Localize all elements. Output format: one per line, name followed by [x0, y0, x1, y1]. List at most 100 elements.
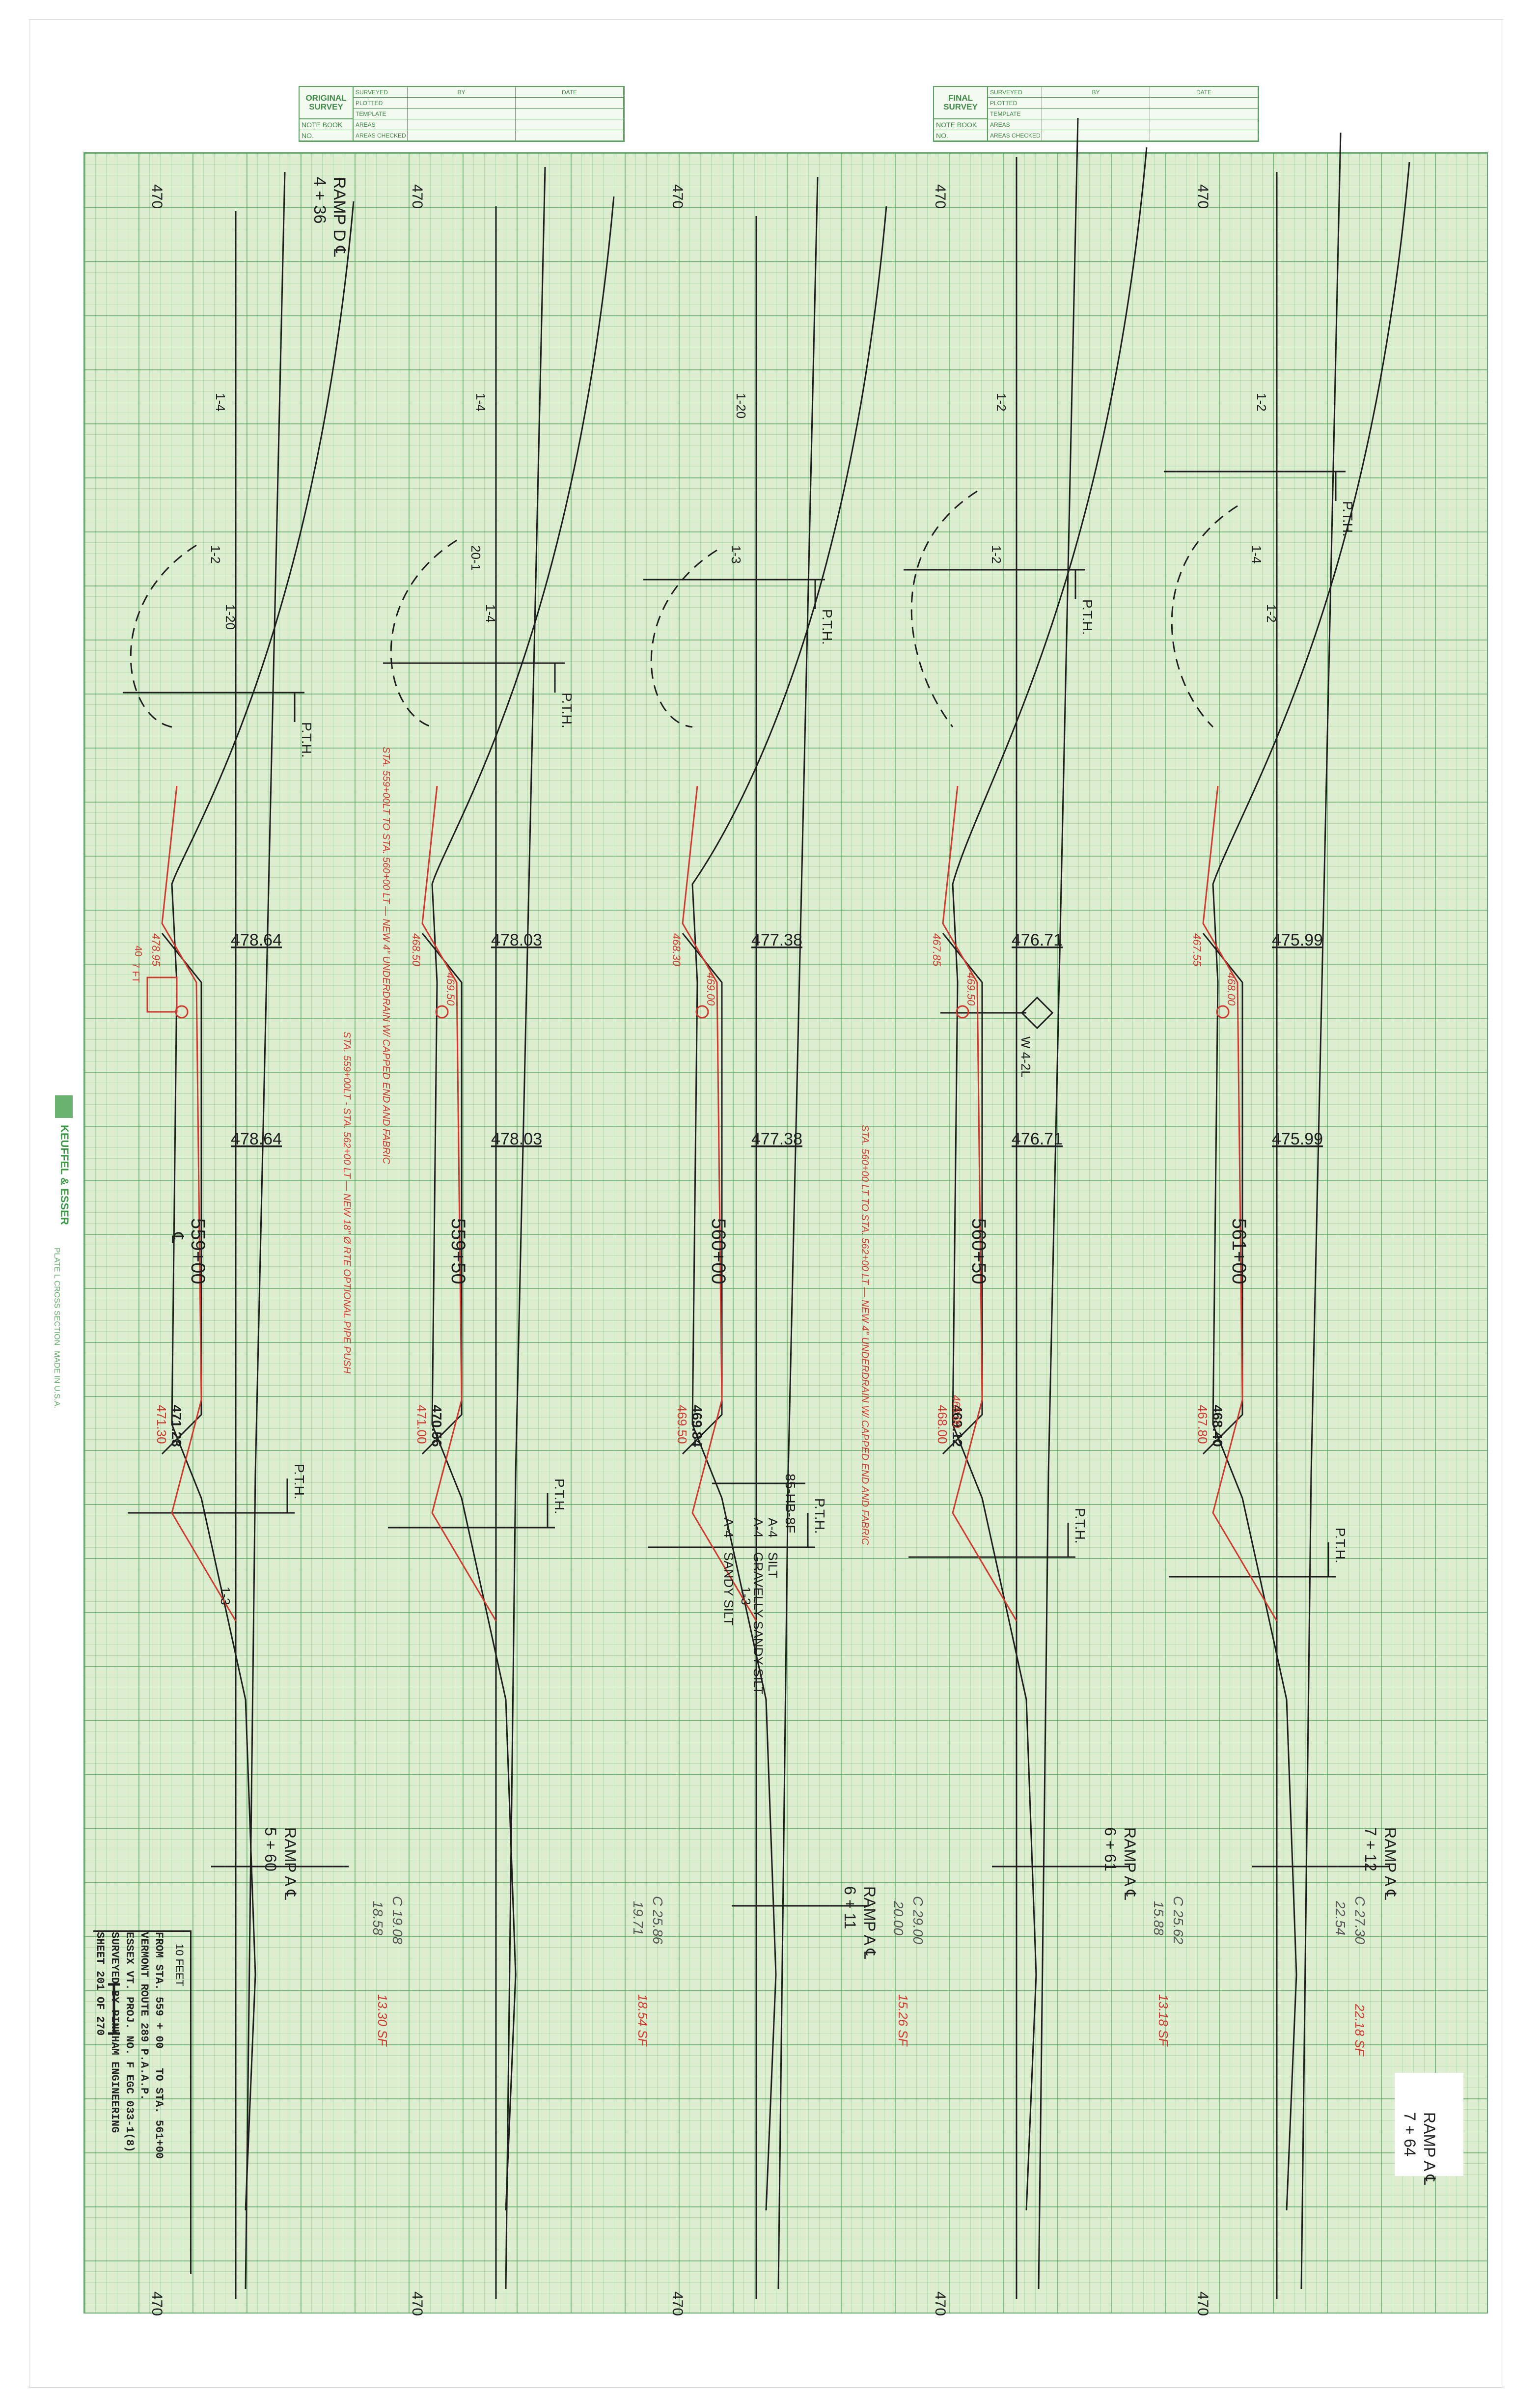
cut-area: C 29.00 [910, 1896, 926, 1944]
slope-label: 1-2 [1254, 393, 1269, 412]
red-elevation: 468.30 [670, 933, 683, 967]
slope-label: 20-1 [468, 545, 483, 571]
cut-area: C 19.08 [390, 1896, 405, 1944]
grid-label: 470 [1195, 184, 1211, 209]
ditch-elevation-red: 471.00 [414, 1405, 429, 1444]
cut-area: 20.00 [891, 1900, 906, 1935]
template-outline [421, 933, 463, 1455]
paper-brand: KEUFFEL & ESSER PLATE L CROSS SECTION MA… [53, 1095, 73, 1408]
ditch-elevation: 469.12 [950, 1405, 965, 1447]
grid-label: 470 [409, 184, 425, 209]
soil-desc: SILT [766, 1552, 780, 1578]
pth-label: P.T.H. [559, 693, 575, 728]
ramp-label: RAMP A ℄ [861, 1886, 879, 1959]
slope-label: 1-20 [223, 604, 238, 630]
grade-elevation-mid: 478.03 [491, 1130, 542, 1148]
sheet-label: SHEET [94, 1932, 106, 1965]
pth-label: P.T.H. [1080, 599, 1095, 635]
ramp-label: RAMP A ℄ [1381, 1827, 1399, 1900]
template-outline [1202, 933, 1243, 1455]
grid-label: 470 [669, 2291, 686, 2316]
surveyor: SURVEYED BY PINKHAM ENGINEERING [109, 1932, 121, 2133]
grade-elevation-top: 477.38 [751, 931, 802, 949]
slope-label: 1-4 [213, 393, 228, 412]
existing-ground-line [691, 206, 887, 2211]
slope-label: 1-20 [734, 393, 748, 418]
row-areas: AREAS [988, 119, 1042, 130]
red-revision-line [942, 785, 1018, 1621]
grid-label: 470 [669, 184, 686, 209]
ramp-station: 6 + 11 [841, 1886, 859, 1929]
cut-area: C 27.30 [1352, 1896, 1368, 1944]
dashed-subgrade [650, 549, 717, 728]
red-elevation: 468.50 [410, 933, 422, 967]
station-label: 559+00 [187, 1218, 209, 1284]
no-label: NO. [934, 130, 988, 141]
block-heading: FINAL SURVEY [934, 87, 988, 119]
to-sta-label: TO STA. [153, 2068, 165, 2114]
red-note: STA. 559+00LT - STA. 562+00 LT — NEW 18"… [341, 1032, 352, 1374]
ramp-station: 7 + 12 [1362, 1827, 1379, 1871]
ramp-label: RAMP A ℄ [1121, 1827, 1139, 1900]
red-marker-icon [1216, 1005, 1230, 1019]
pth-label: P.T.H. [1072, 1508, 1088, 1544]
scale-label: 10 FEET [173, 1944, 186, 1986]
row-areas-checked: AREAS CHECKED [988, 130, 1042, 141]
red-marker-icon [956, 1005, 969, 1019]
grade-elevation-top: 475.99 [1272, 931, 1323, 949]
dashed-subgrade [1171, 505, 1238, 728]
col-by: BY [408, 87, 516, 98]
pth-label: P.T.H. [1340, 501, 1355, 537]
row-surveyed: SURVEYED [354, 87, 408, 98]
ditch-elevation-red: 471.30 [154, 1405, 169, 1444]
cut-area: 22.54 [1333, 1900, 1348, 1935]
station-label: 560+50 [968, 1218, 990, 1284]
soil-label: A-4 [751, 1518, 766, 1537]
grade-elevation-mid: 475.99 [1272, 1130, 1323, 1148]
red-revision-line [682, 785, 757, 1621]
soil-label: A-4 [721, 1518, 736, 1537]
fill-area: 15.26 SF [896, 1994, 910, 2047]
red-revision-line [1202, 785, 1278, 1621]
row-areas-checked: AREAS CHECKED [354, 130, 408, 141]
pth-label: P.T.H. [292, 1464, 307, 1500]
original-survey-block: ORIGINAL SURVEY SURVEYED BY DATE PLOTTED… [299, 86, 625, 142]
row-plotted: PLOTTED [988, 98, 1042, 109]
from-sta: 559 + 00 [153, 1997, 165, 2049]
ditch-elevation-red: 468.00 [935, 1405, 950, 1444]
grade-elevation-mid: 477.38 [751, 1130, 802, 1148]
fill-area: 13.30 SF [375, 1994, 390, 2047]
ditch-elevation: 469.84 [689, 1405, 705, 1447]
fill-area: 13.18 SF [1156, 1994, 1171, 2047]
sign-label: W 4-2L [1018, 1036, 1033, 1078]
red-box-icon [146, 976, 178, 1013]
pth-label: P.T.H. [552, 1478, 567, 1514]
to-sta: 561+00 [153, 2119, 165, 2159]
brand-logo-icon [55, 1095, 73, 1118]
grade-elevation-top: 478.03 [491, 931, 542, 949]
row-areas: AREAS [354, 119, 408, 130]
grade-elevation-mid: 478.64 [231, 1130, 282, 1148]
station-label: 561+00 [1228, 1218, 1250, 1284]
grid-label: 470 [409, 2291, 425, 2316]
ditch-elevation: 471.28 [169, 1405, 184, 1447]
slope-label: 1-2 [994, 393, 1009, 412]
col-by: BY [1042, 87, 1150, 98]
slope-label: 1-2 [989, 545, 1004, 564]
sheet-of: OF [94, 1997, 106, 2010]
row-template: TEMPLATE [988, 109, 1042, 119]
row-template: TEMPLATE [354, 109, 408, 119]
slope-label: 1-2 [208, 545, 223, 564]
ditch-elevation: 470.56 [429, 1405, 444, 1447]
scale-bar: 10 FEET [173, 1944, 186, 1986]
grade-elevation-top: 476.71 [1012, 931, 1063, 949]
dashed-subgrade [130, 544, 197, 728]
red-elevation: 467.55 [1191, 933, 1203, 967]
grid-label: 470 [932, 2291, 948, 2316]
red-elevation: 478.95 [150, 933, 162, 967]
ramp-station: 7 + 64 [1401, 2112, 1419, 2156]
red-revision-line [421, 785, 497, 1621]
soil-label: A-4 [766, 1518, 780, 1537]
cut-area: 18.58 [370, 1901, 385, 1935]
